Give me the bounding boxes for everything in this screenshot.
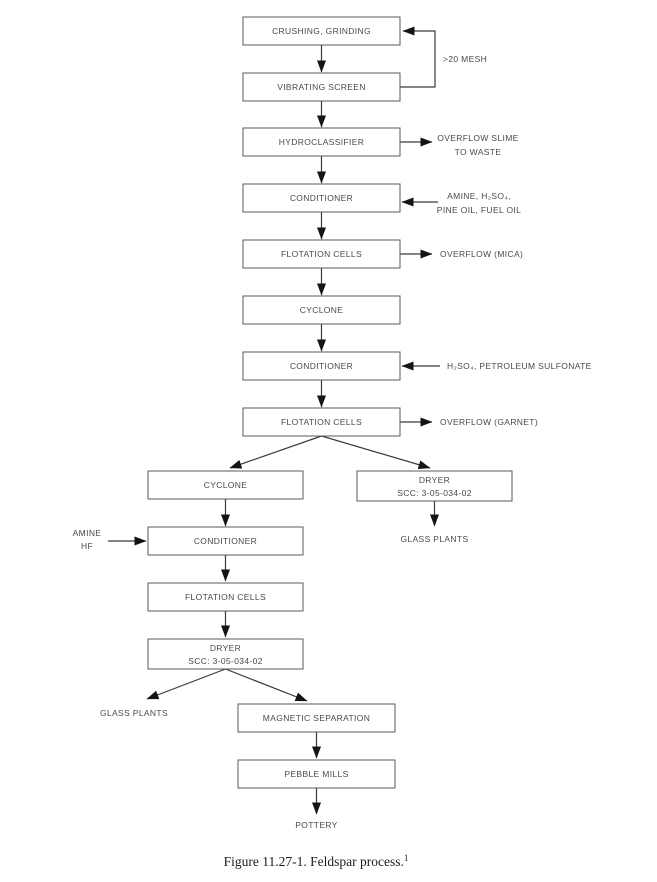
flotation-cells-1-label: FLOTATION CELLS: [281, 249, 362, 259]
label-reagents2: H₂SO₄, PETROLEUM SULFONATE: [447, 361, 592, 371]
label-reagents1-line2: PINE OIL, FUEL OIL: [437, 205, 521, 215]
conditioner-3-label: CONDITIONER: [194, 536, 257, 546]
dryer-left-box: [147, 638, 304, 670]
node-cyclone-2: CYCLONE: [147, 470, 304, 500]
conditioner-3-box: [147, 526, 304, 556]
node-hydroclassifier: HYDROCLASSIFIER: [242, 127, 401, 157]
vibrating-screen-box: [242, 72, 401, 102]
conditioner-2-box: [242, 351, 401, 381]
cyclone-1-box: [242, 295, 401, 325]
label-amine-hf-line1: AMINE: [73, 528, 102, 538]
flotation-cells-1-box: [242, 239, 401, 269]
node-conditioner-2: CONDITIONER: [242, 351, 401, 381]
arrow-dryer-left-to-magnetic: [225, 668, 308, 702]
crushing-grinding-box: [242, 16, 401, 46]
node-vibrating-screen: VIBRATING SCREEN: [242, 72, 401, 102]
hydroclassifier-label: HYDROCLASSIFIER: [279, 137, 365, 147]
conditioner-2-label: CONDITIONER: [290, 361, 353, 371]
node-flotation-cells-1: FLOTATION CELLS: [242, 239, 401, 269]
node-flotation-cells-2: FLOTATION CELLS: [242, 407, 401, 437]
label-glass-plants-right: GLASS PLANTS: [401, 534, 469, 544]
figure-caption-superscript: 1: [404, 853, 409, 863]
arrow-mesh-recycle-loop: [400, 26, 436, 88]
node-flotation-cells-3: FLOTATION CELLS: [147, 582, 304, 612]
dryer-left-title: DRYER: [210, 643, 241, 653]
dryer-left-scc-code: SCC: 3-05-034-02: [188, 656, 263, 666]
figure-caption-text: Figure 11.27-1. Feldspar process.: [224, 854, 404, 869]
node-dryer-right: DRYER SCC: 3-05-034-02: [356, 470, 513, 502]
node-crushing-grinding: CRUSHING, GRINDING: [242, 16, 401, 46]
flotation-cells-3-label: FLOTATION CELLS: [185, 592, 266, 602]
conditioner-1-label: CONDITIONER: [290, 193, 353, 203]
hydroclassifier-box: [242, 127, 401, 157]
pebble-mills-label: PEBBLE MILLS: [284, 769, 348, 779]
dryer-right-title: DRYER: [419, 475, 450, 485]
node-pebble-mills: PEBBLE MILLS: [237, 759, 396, 789]
flotation-cells-3-box: [147, 582, 304, 612]
label-amine-hf-line2: HF: [81, 541, 93, 551]
node-conditioner-3: CONDITIONER: [147, 526, 304, 556]
flotation-cells-2-label: FLOTATION CELLS: [281, 417, 362, 427]
cyclone-2-box: [147, 470, 304, 500]
label-overflow-slime-line2: TO WASTE: [455, 147, 502, 157]
node-conditioner-1: CONDITIONER: [242, 183, 401, 213]
label-pottery: POTTERY: [295, 820, 337, 830]
node-cyclone-1: CYCLONE: [242, 295, 401, 325]
flotation-cells-2-box: [242, 407, 401, 437]
node-dryer-left: DRYER SCC: 3-05-034-02: [147, 638, 304, 670]
label-overflow-mica: OVERFLOW (MICA): [440, 249, 523, 259]
magnetic-separation-label: MAGNETIC SEPARATION: [263, 713, 370, 723]
label-glass-plants-left: GLASS PLANTS: [100, 708, 168, 718]
label-mesh-recycle: >20 MESH: [443, 54, 487, 64]
arrow-flotation2-to-dryer-right: [321, 435, 431, 470]
figure-caption: Figure 11.27-1. Feldspar process.1: [224, 853, 409, 869]
vibrating-screen-label: VIBRATING SCREEN: [277, 82, 366, 92]
label-overflow-garnet: OVERFLOW (GARNET): [440, 417, 538, 427]
dryer-right-scc-code: SCC: 3-05-034-02: [397, 488, 472, 498]
pebble-mills-box: [237, 759, 396, 789]
conditioner-1-box: [242, 183, 401, 213]
magnetic-separation-box: [237, 703, 396, 733]
arrow-dryer-left-to-glass-plants: [146, 668, 226, 700]
cyclone-2-label: CYCLONE: [204, 480, 248, 490]
label-reagents1-line1: AMINE, H₂SO₄,: [447, 191, 511, 201]
label-overflow-slime-line1: OVERFLOW SLIME: [437, 133, 518, 143]
crushing-grinding-label: CRUSHING, GRINDING: [272, 26, 371, 36]
arrow-flotation2-to-cyclone2: [229, 435, 322, 469]
cyclone-1-label: CYCLONE: [300, 305, 344, 315]
node-magnetic-separation: MAGNETIC SEPARATION: [237, 703, 396, 733]
dryer-right-box: [356, 470, 513, 502]
